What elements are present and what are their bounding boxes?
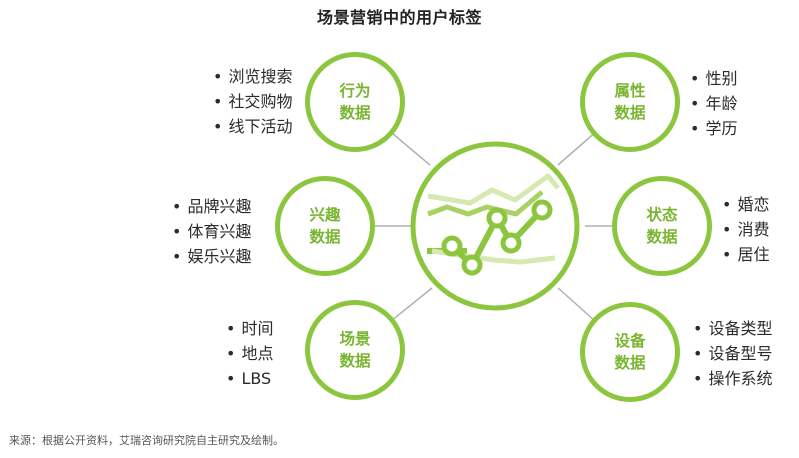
list-item: 婚恋 — [722, 192, 769, 217]
interest-tag-list: 品牌兴趣 体育兴趣 娱乐兴趣 — [172, 194, 251, 269]
node-label: 数据 — [339, 352, 371, 370]
list-item: 线下活动 — [213, 114, 292, 139]
list-item: LBS — [226, 366, 273, 391]
list-item: 地点 — [226, 341, 273, 366]
list-item: 娱乐兴趣 — [172, 244, 251, 269]
behavior-tag-list: 浏览搜索 社交购物 线下活动 — [213, 64, 292, 139]
node-label: 数据 — [309, 228, 341, 246]
node-label: 数据 — [614, 354, 646, 372]
list-item: 性别 — [690, 66, 737, 91]
list-item: 社交购物 — [213, 89, 292, 114]
list-item: 操作系统 — [693, 366, 772, 391]
node-label: 状态 — [646, 206, 678, 224]
scene-data-node: 场景 数据 — [305, 300, 405, 400]
rising-line-chart-icon — [427, 173, 560, 276]
chart-title: 场景营销中的用户标签 — [316, 8, 482, 27]
list-item: 学历 — [690, 116, 737, 141]
status-data-node: 状态 数据 — [612, 176, 712, 276]
list-item: 体育兴趣 — [172, 219, 251, 244]
node-label: 属性 — [614, 82, 646, 100]
attribute-data-node: 属性 数据 — [580, 52, 680, 152]
node-label: 场景 — [339, 330, 371, 348]
behavior-data-node: 行为 数据 — [305, 52, 405, 152]
list-item: 居住 — [722, 242, 769, 267]
source-note: 来源：根据公开资料，艾瑞咨询研究院自主研究及绘制。 — [9, 434, 284, 447]
node-label: 设备 — [614, 332, 646, 350]
device-data-node: 设备 数据 — [580, 302, 680, 402]
device-tag-list: 设备类型 设备型号 操作系统 — [693, 316, 772, 391]
node-label: 行为 — [339, 82, 371, 100]
node-label: 数据 — [646, 228, 678, 246]
list-item: 浏览搜索 — [213, 64, 292, 89]
scene-tag-list: 时间 地点 LBS — [226, 316, 273, 391]
node-label: 兴趣 — [309, 206, 341, 224]
list-item: 设备型号 — [693, 341, 772, 366]
interest-data-node: 兴趣 数据 — [275, 176, 375, 276]
list-item: 时间 — [226, 316, 273, 341]
list-item: 品牌兴趣 — [172, 194, 251, 219]
list-item: 年龄 — [690, 91, 737, 116]
attribute-tag-list: 性别 年龄 学历 — [690, 66, 737, 141]
list-item: 设备类型 — [693, 316, 772, 341]
node-label: 数据 — [614, 104, 646, 122]
list-item: 消费 — [722, 217, 769, 242]
node-label: 数据 — [339, 104, 371, 122]
status-tag-list: 婚恋 消费 居住 — [722, 192, 769, 267]
